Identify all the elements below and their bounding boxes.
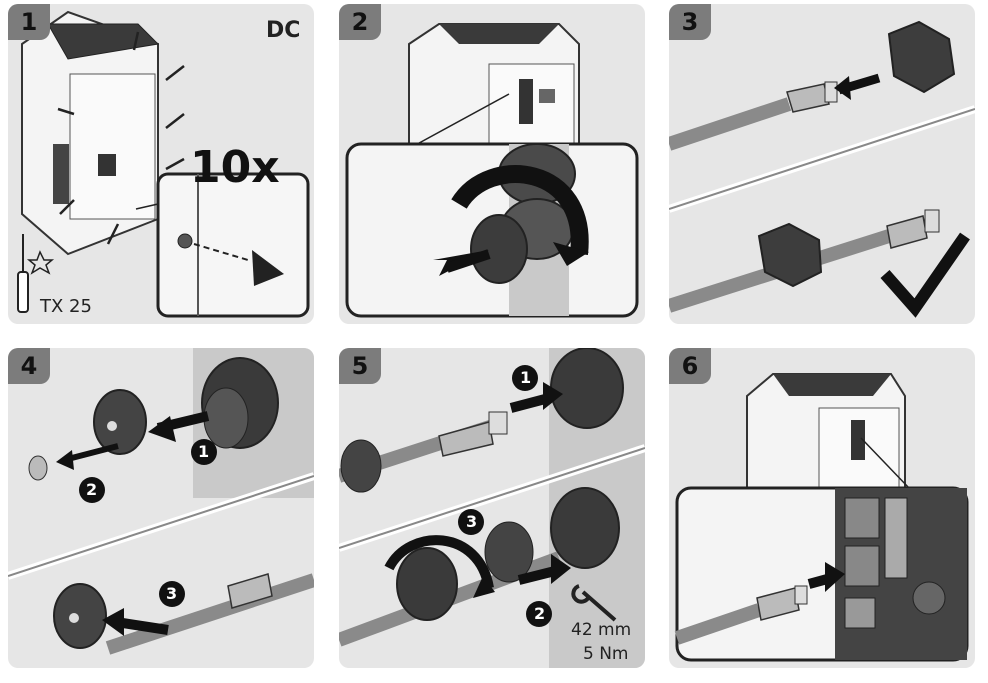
step-panel-6: 6	[669, 348, 975, 668]
step-5-illustration	[339, 348, 645, 668]
step-panel-1: 1 DC 10x TX 25	[8, 4, 314, 324]
step-number-3: 3	[669, 4, 711, 40]
step-3-illustration	[669, 20, 975, 318]
callout-3: 3	[466, 512, 478, 531]
step-panel-5: 5 1 2 3 42 mm 5 Nm	[339, 348, 645, 668]
step-number-4: 4	[8, 348, 50, 384]
callout-1: 1	[520, 368, 532, 387]
step-number-5: 5	[339, 348, 381, 384]
callout-2: 2	[534, 604, 546, 623]
step-panel-3: 3	[669, 4, 975, 324]
step-number-6: 6	[669, 348, 711, 384]
callout-1: 1	[198, 442, 210, 461]
callout-3: 3	[166, 584, 178, 603]
callout-2: 2	[86, 480, 98, 499]
step-panel-2: 2	[339, 4, 645, 324]
tool-label: TX 25	[40, 296, 92, 317]
step-number-1: 1	[8, 4, 50, 40]
wrench-size-label: 42 mm	[571, 620, 632, 640]
dc-label: DC	[266, 18, 301, 43]
screw-count-label: 10x	[190, 142, 280, 193]
step-2-illustration	[345, 23, 639, 318]
step-panel-4: 4 1 2 3	[8, 348, 314, 668]
step-6-illustration	[674, 373, 969, 662]
step-4-illustration	[8, 348, 314, 655]
step-1-illustration	[17, 10, 310, 318]
torque-label: 5 Nm	[583, 644, 629, 664]
step-number-2: 2	[339, 4, 381, 40]
